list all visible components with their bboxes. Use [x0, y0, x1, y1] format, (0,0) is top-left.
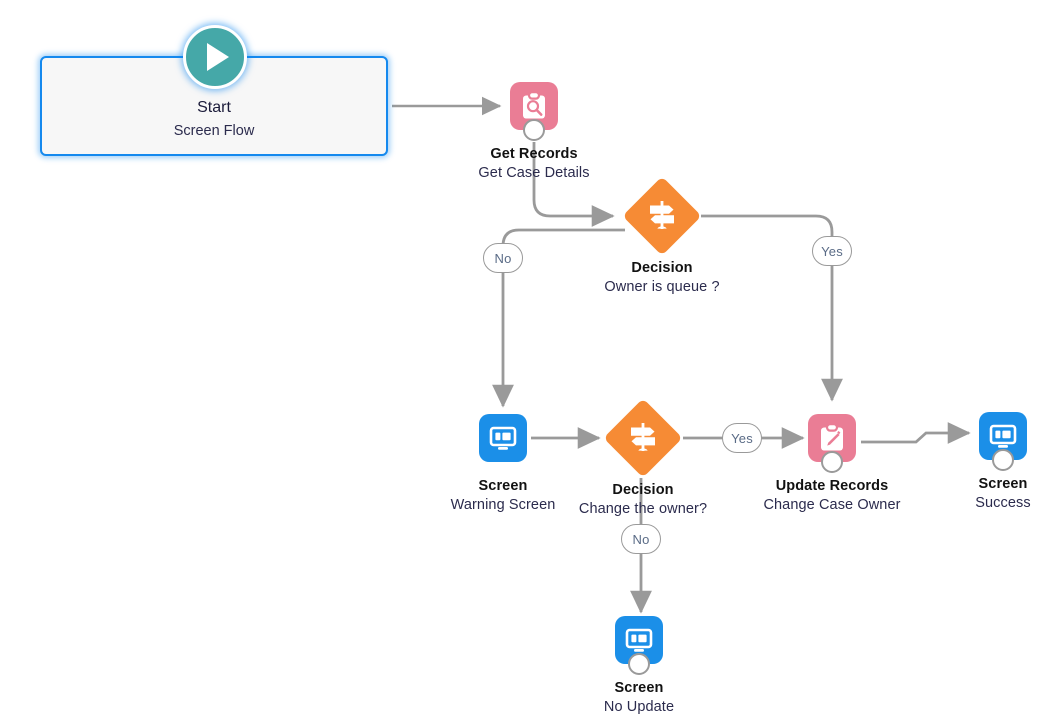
play-icon[interactable] [183, 25, 247, 89]
node-subtitle: No Update [603, 699, 675, 716]
node-labels: Screen Warning Screen [451, 477, 556, 515]
connector-stub[interactable] [992, 449, 1014, 471]
node-labels: Update Records Change Case Owner [763, 477, 900, 515]
node-subtitle: Success [975, 495, 1031, 512]
node-title: Get Records [490, 146, 578, 162]
start-subtitle: Screen Flow [173, 123, 255, 140]
signpost-icon [603, 398, 683, 478]
node-subtitle: Get Case Details [478, 165, 590, 182]
branch-label-owner-queue-yes[interactable]: Yes [812, 236, 852, 266]
node-title: Decision [612, 482, 674, 498]
node-labels: Screen Success [975, 475, 1031, 513]
node-subtitle: Owner is queue ? [604, 279, 720, 296]
node-title: Update Records [775, 478, 889, 494]
node-subtitle: Warning Screen [450, 497, 556, 514]
branch-label-change-owner-no[interactable]: No [621, 524, 661, 554]
start-title: Start [197, 99, 231, 116]
node-title: Screen [978, 476, 1028, 492]
connector-decision-owner-queue-yes [701, 214, 843, 402]
node-labels: Decision Owner is queue ? [604, 259, 719, 297]
node-labels: Decision Change the owner? [579, 481, 707, 519]
branch-label-owner-queue-no[interactable]: No [483, 243, 523, 273]
node-title: Decision [631, 260, 693, 276]
node-labels: Get Records Get Case Details [478, 145, 589, 183]
screen-icon [479, 414, 527, 462]
connector-update-records-to-screen-success [861, 422, 971, 444]
connector-stub[interactable] [523, 119, 545, 141]
start-labels: Start Screen Flow [42, 96, 386, 142]
signpost-icon [622, 176, 702, 256]
connector-stub[interactable] [628, 653, 650, 675]
node-title: Screen [478, 478, 528, 494]
connector-stub[interactable] [821, 451, 843, 473]
node-labels: Screen No Update [604, 679, 674, 717]
node-subtitle: Change Case Owner [763, 497, 901, 514]
node-title: Screen [614, 680, 664, 696]
branch-label-change-owner-yes[interactable]: Yes [722, 423, 762, 453]
play-triangle [207, 43, 229, 71]
node-subtitle: Change the owner? [578, 501, 708, 518]
